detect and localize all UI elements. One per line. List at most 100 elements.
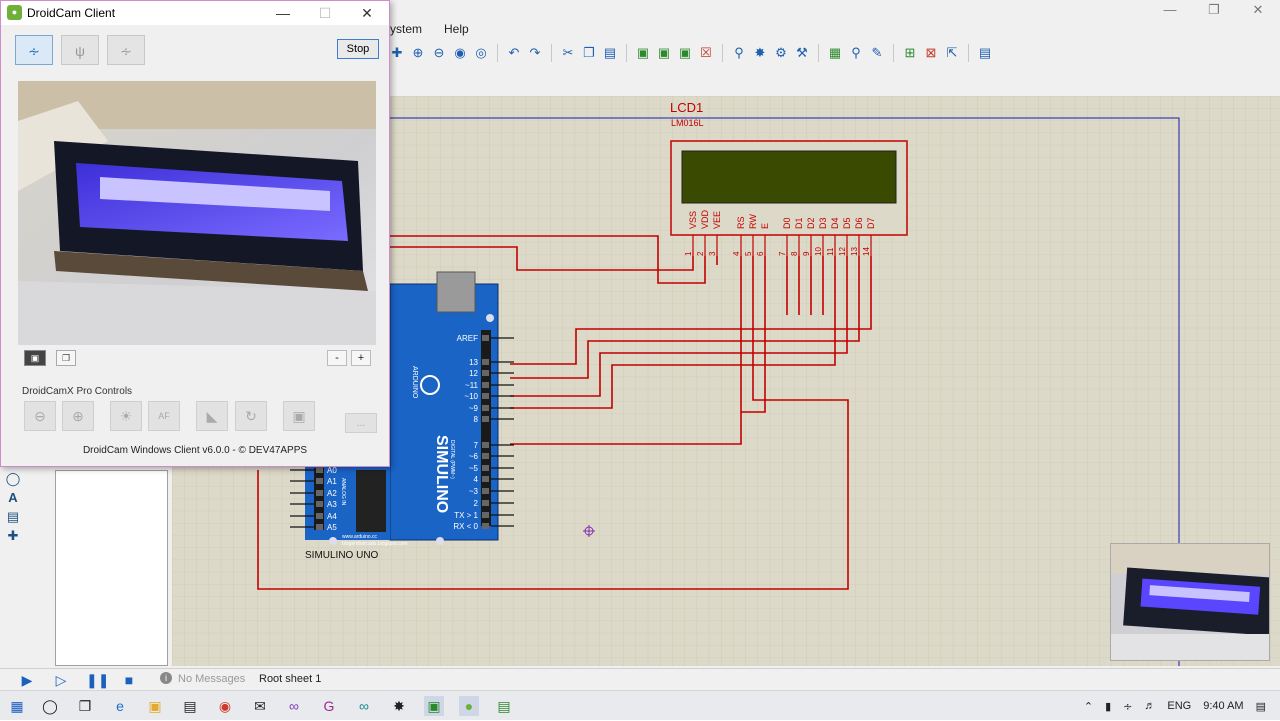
property-tool-icon[interactable]: ✎ <box>871 45 883 60</box>
make-device-icon[interactable]: ✸ <box>754 45 766 60</box>
task-view-icon[interactable]: ❐ <box>78 698 92 714</box>
play-button[interactable]: ▶ <box>21 672 33 688</box>
block-move-icon[interactable]: ▣ <box>657 45 671 60</box>
zoom-in-icon[interactable]: ⊕ <box>412 45 424 60</box>
droidcam-maximize-button[interactable]: ☐ <box>318 5 332 21</box>
pro-mirror-button[interactable]: ◣ <box>196 401 228 431</box>
stop-button[interactable]: ■ <box>124 672 134 688</box>
zoom-in-button[interactable]: + <box>351 350 371 366</box>
close-button[interactable]: ✕ <box>1252 2 1264 17</box>
copy-icon[interactable]: ❐ <box>583 45 595 60</box>
decompose-icon[interactable]: ⚒ <box>796 45 808 60</box>
pro-autofocus-button[interactable]: AF <box>148 401 180 431</box>
menu-help[interactable]: Help <box>444 22 469 36</box>
lcd-pin-name: D3 <box>818 217 828 229</box>
pro-zoom-in-button[interactable]: ⊕ <box>62 401 94 431</box>
usb-connection-tab[interactable]: ψ <box>61 35 99 65</box>
droidcam-taskbar-icon[interactable]: ● <box>459 696 479 716</box>
digital-pin-pad <box>482 359 489 365</box>
new-sheet-icon[interactable]: ⊞ <box>904 45 916 60</box>
step-button[interactable]: ▷ <box>55 672 67 688</box>
device-list-panel[interactable] <box>55 470 168 666</box>
tape-icon[interactable]: ◯ <box>5 471 21 486</box>
block-rotate-icon[interactable]: ▣ <box>678 45 692 60</box>
wire-autorouter-icon[interactable]: ▦ <box>828 45 842 60</box>
digital-pin-label: ~11 <box>465 381 479 390</box>
cortana-icon[interactable]: ◯ <box>42 698 58 714</box>
camera-toggle-icon[interactable]: ▣ <box>24 350 46 366</box>
volume-icon[interactable]: ♬ <box>1144 700 1156 712</box>
zoom-out-button[interactable]: - <box>327 350 347 366</box>
lcd-pin-name: D7 <box>866 217 876 229</box>
messages-status[interactable]: No Messages <box>178 673 246 685</box>
notifications-icon[interactable]: ▤ <box>1255 700 1266 713</box>
cut-icon[interactable]: ✂ <box>562 45 574 60</box>
mount-hole <box>329 537 337 545</box>
remove-sheet-icon[interactable]: ⊠ <box>925 45 937 60</box>
text-tool-icon[interactable]: A <box>8 490 18 505</box>
lcd-component[interactable]: LCD1 LM016L VSS1VDD2VEE3RS4RW5E6D07D18D2… <box>670 100 908 256</box>
visual-studio-icon[interactable]: ∞ <box>289 698 299 714</box>
webcam-thumbnail-image <box>1111 544 1269 660</box>
redo-icon[interactable]: ↷ <box>529 45 541 60</box>
start-button-icon[interactable]: ▦ <box>10 698 24 714</box>
chrome-icon[interactable]: ◉ <box>218 698 232 714</box>
droidcam-footer: DroidCam Windows Client v6.0.0 - © DEV47… <box>82 445 308 456</box>
symbol-tool-icon[interactable]: ▤ <box>6 509 20 524</box>
exit-to-parent-icon[interactable]: ⇱ <box>946 45 958 60</box>
edge-icon[interactable]: e <box>116 698 124 714</box>
package-tool-icon[interactable]: ⚙ <box>775 45 787 60</box>
lcd-pin-name: E <box>760 223 770 229</box>
mail-icon[interactable]: ✉ <box>254 698 266 714</box>
menu-system[interactable]: ystem <box>390 22 423 36</box>
block-delete-icon[interactable]: ☒ <box>700 45 712 60</box>
search-tag-icon[interactable]: ⚲ <box>851 45 861 60</box>
bill-of-materials-icon[interactable]: ▤ <box>978 45 992 60</box>
pause-button[interactable]: ❚❚ <box>86 672 110 688</box>
wifi-connection-tab[interactable]: ∻ <box>15 35 53 65</box>
zoom-area-icon[interactable]: ◎ <box>475 45 487 60</box>
board-brand: SIMULINO <box>433 435 450 513</box>
isis-icon[interactable]: ▣ <box>424 696 444 716</box>
arduino-ide-icon[interactable]: ∞ <box>359 698 369 714</box>
pro-more-button[interactable]: ... <box>345 413 377 433</box>
sheet-border <box>390 117 1180 666</box>
droidcam-window: ● DroidCam Client — ☐ ✕ ∻ ψ ∻ Stop <box>0 0 390 467</box>
popout-window-icon[interactable]: ❐ <box>56 350 76 366</box>
minimize-button[interactable]: — <box>1163 2 1177 17</box>
digital-pin-pad <box>482 512 489 518</box>
proteus-icon[interactable]: ✸ <box>393 698 405 714</box>
droidcam-minimize-button[interactable]: — <box>276 5 290 21</box>
marker-tool-icon[interactable]: ✚ <box>7 528 19 543</box>
battery-icon[interactable]: ▮ <box>1105 700 1112 713</box>
file-explorer-icon[interactable]: ▣ <box>148 698 162 714</box>
pro-rotate-button[interactable]: ↻ <box>235 401 267 431</box>
block-copy-icon[interactable]: ▣ <box>636 45 650 60</box>
stop-button[interactable]: Stop <box>337 39 379 59</box>
pro-light-button[interactable]: ☀ <box>110 401 142 431</box>
digital-pin-pad <box>482 500 489 506</box>
maximize-button[interactable]: ❐ <box>1208 2 1220 17</box>
show-hidden-icons-icon[interactable]: ⌃ <box>1083 700 1094 713</box>
pro-zoom-out-button[interactable]: ⊖ <box>24 401 56 431</box>
clock[interactable]: 9:40 AM <box>1203 700 1244 712</box>
language-indicator[interactable]: ENG <box>1167 700 1192 712</box>
app-terminal-icon[interactable]: ▤ <box>497 698 511 714</box>
pick-device-icon[interactable]: ⚲ <box>734 45 744 60</box>
toolbar-separator <box>551 44 552 62</box>
network-icon[interactable]: ∻ <box>1123 700 1133 713</box>
paste-icon[interactable]: ▤ <box>603 45 617 60</box>
zoom-out-icon[interactable]: ⊖ <box>433 45 445 60</box>
pro-jpeg-button[interactable]: ▣ <box>283 401 315 431</box>
lcd-pin-number: 1 <box>684 251 693 256</box>
zoom-all-icon[interactable]: ◉ <box>454 45 466 60</box>
app-g-icon[interactable]: G <box>323 698 335 714</box>
simulino-uno-board[interactable]: SIMULINO ARDUINO DIGITAL (PWM~) ANALOG I… <box>290 271 514 561</box>
digital-pin-label: 2 <box>474 499 479 508</box>
pan-icon[interactable]: ✚ <box>391 45 403 60</box>
digital-pin-label: 4 <box>474 475 479 484</box>
droidcam-close-button[interactable]: ✕ <box>361 5 373 21</box>
undo-icon[interactable]: ↶ <box>508 45 520 60</box>
wifi-server-tab[interactable]: ∻ <box>107 35 145 65</box>
store-icon[interactable]: ▤ <box>183 698 197 714</box>
